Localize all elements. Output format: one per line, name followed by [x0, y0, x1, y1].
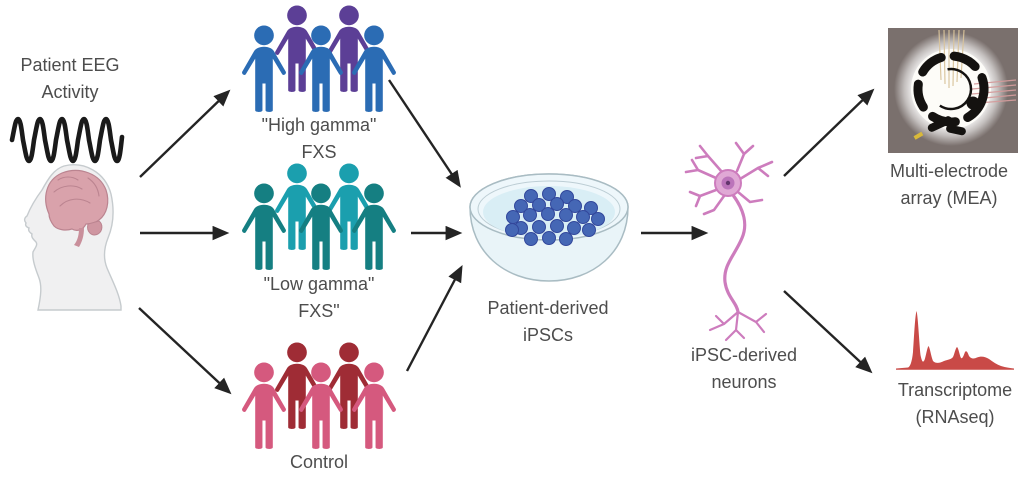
label-line: iPSC-derived [690, 345, 798, 365]
people-group-low-gamma-icon [242, 163, 396, 270]
label-line: array (MEA) [900, 188, 998, 208]
brain-icon [45, 169, 109, 247]
label-line: neurons [711, 372, 777, 392]
head-profile-icon [23, 164, 122, 311]
label-line: Patient EEG [20, 55, 120, 75]
label-line: Patient-derived [487, 298, 609, 318]
flow-arrows [138, 79, 875, 395]
arrow-head-to-high-gamma [139, 89, 231, 178]
label-line: (RNAseq) [915, 407, 995, 427]
label-line: "High gamma" [261, 115, 377, 135]
label-line: FXS [301, 142, 337, 162]
label-ipsc-derived-neurons: iPSC-derived neurons [669, 342, 819, 396]
label-line: Activity [41, 82, 99, 102]
arrow-high-gamma-to-ipsc [388, 79, 461, 188]
arrow-neuron-to-rnaseq [783, 290, 873, 374]
ipsc-colonies-icon [505, 187, 605, 246]
label-low-gamma-fxs: "Low gamma" FXS" [244, 271, 394, 325]
arrow-head-to-control [138, 307, 232, 395]
label-transcriptome-rnaseq: Transcriptome (RNAseq) [880, 377, 1024, 431]
label-line: "Low gamma" [263, 274, 375, 294]
people-group-high-gamma-icon [242, 5, 396, 112]
label-high-gamma-fxs: "High gamma" FXS [244, 112, 394, 166]
petri-dish-icon [469, 173, 629, 282]
mea-photo-icon [888, 28, 1018, 153]
eeg-wave-icon [9, 116, 125, 164]
rnaseq-trace-icon [896, 311, 1014, 370]
label-control: Control [244, 449, 394, 476]
label-line: Transcriptome [897, 380, 1013, 400]
label-line: FXS" [298, 301, 340, 321]
neuron-icon [684, 141, 774, 342]
arrow-neuron-to-mea [783, 88, 875, 177]
label-multi-electrode-array: Multi-electrode array (MEA) [874, 158, 1024, 212]
people-group-control-icon [242, 342, 396, 449]
label-line: Multi-electrode [889, 161, 1009, 181]
label-line: Control [289, 452, 349, 472]
arrow-control-to-ipsc [405, 265, 463, 372]
label-line: iPSCs [522, 325, 573, 345]
label-patient-derived-ipscs: Patient-derived iPSCs [473, 295, 623, 349]
label-patient-eeg-activity: Patient EEG Activity [2, 52, 138, 106]
